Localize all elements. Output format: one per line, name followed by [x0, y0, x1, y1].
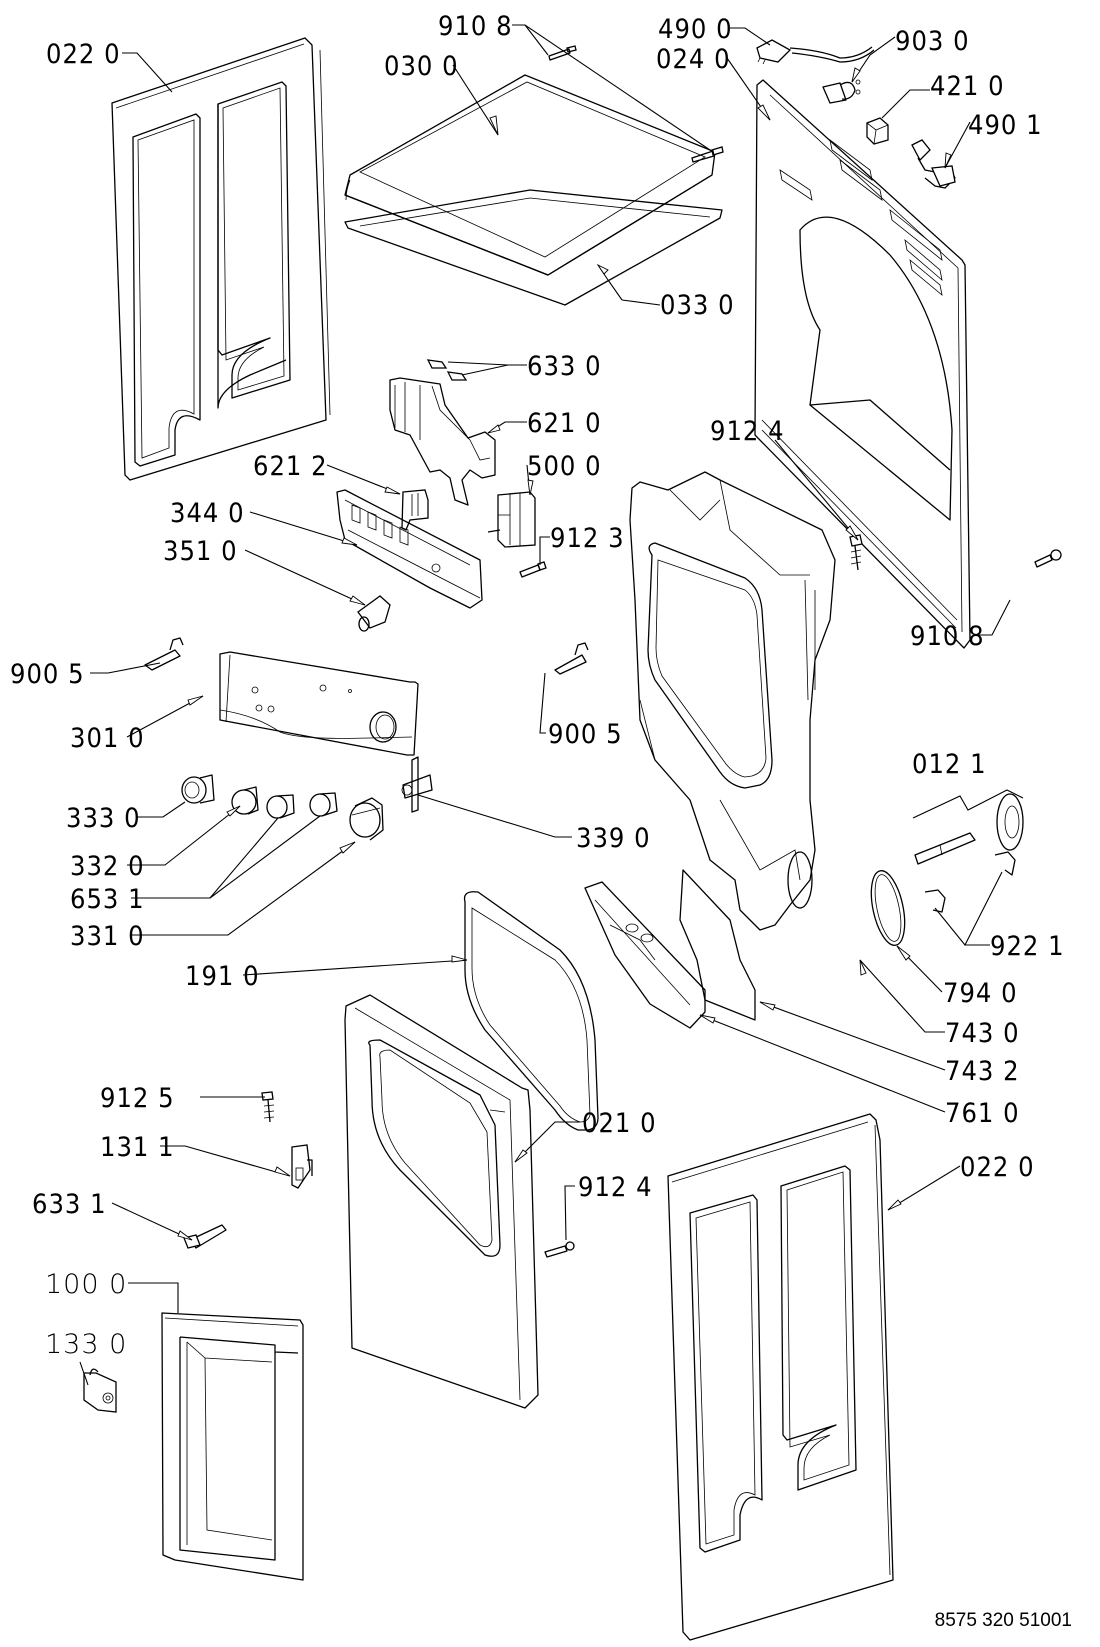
leader-lines	[79, 24, 1011, 1386]
clip-900-5-right[interactable]	[554, 642, 589, 675]
screw-912-4-bottom[interactable]	[544, 1241, 575, 1258]
mains-cable[interactable]	[756, 39, 875, 65]
label-500-0[interactable]: 500 0	[527, 451, 602, 482]
label-421-0[interactable]: 421 0	[930, 71, 1005, 102]
hinge-131[interactable]	[291, 1144, 313, 1189]
label-621-2[interactable]: 621 2	[253, 451, 328, 482]
screw-910-8-back[interactable]	[1034, 549, 1062, 568]
part-labels: 022 0 030 0 910 8 490 0 024 0 903 0 421 …	[10, 11, 1065, 1360]
label-633-0[interactable]: 633 0	[527, 351, 602, 382]
lint-filter-761[interactable]	[584, 881, 706, 1029]
cable-clamp[interactable]	[822, 79, 861, 104]
label-490-0[interactable]: 490 0	[658, 14, 733, 45]
label-743-2[interactable]: 743 2	[945, 1056, 1020, 1087]
label-344-0[interactable]: 344 0	[170, 498, 245, 529]
door-seal[interactable]	[463, 891, 599, 1131]
timer[interactable]	[487, 491, 536, 548]
label-100-0[interactable]: 100 0	[45, 1269, 127, 1300]
label-030-0[interactable]: 030 0	[384, 51, 459, 82]
top-frame[interactable]	[344, 189, 723, 306]
drum-roller-kit[interactable]	[912, 789, 1024, 865]
filter-743-2[interactable]	[679, 869, 756, 1021]
label-653-1[interactable]: 653 1	[70, 884, 145, 915]
capacitor[interactable]	[866, 117, 889, 145]
label-490-1[interactable]: 490 1	[968, 110, 1043, 141]
label-900-5-left[interactable]: 900 5	[10, 659, 85, 690]
screw-912-5[interactable]	[261, 1091, 275, 1123]
connector-633-0[interactable]	[426, 359, 468, 381]
front-panel[interactable]	[344, 994, 539, 1409]
label-912-4-bottom[interactable]: 912 4	[578, 1172, 653, 1203]
label-333-0[interactable]: 333 0	[66, 803, 141, 834]
button-333[interactable]	[181, 774, 215, 804]
connector-633-1[interactable]	[183, 1224, 227, 1249]
label-910-8-top[interactable]: 910 8	[438, 11, 513, 42]
label-131-1[interactable]: 131 1	[100, 1132, 175, 1163]
label-339-0[interactable]: 339 0	[576, 823, 651, 854]
back-panel[interactable]	[754, 79, 971, 649]
label-743-0[interactable]: 743 0	[945, 1018, 1020, 1049]
knob-holder-339[interactable]	[401, 756, 433, 813]
label-012-1[interactable]: 012 1	[912, 749, 987, 780]
retaining-clip-a[interactable]	[994, 851, 1016, 876]
label-903-0[interactable]: 903 0	[895, 26, 970, 57]
label-922-1[interactable]: 922 1	[990, 931, 1065, 962]
label-021-0[interactable]: 021 0	[582, 1108, 657, 1139]
door-lock[interactable]	[83, 1368, 117, 1413]
side-panel-right[interactable]	[667, 1113, 894, 1641]
document-number: 8575 320 51001	[934, 1610, 1072, 1631]
switch-621-2[interactable]	[401, 489, 429, 531]
door[interactable]	[161, 1312, 304, 1581]
label-301-0[interactable]: 301 0	[70, 723, 145, 754]
retaining-clip-b[interactable]	[924, 889, 946, 913]
indicator-lamp[interactable]	[357, 595, 391, 632]
label-024-0[interactable]: 024 0	[656, 44, 731, 75]
bracket-344[interactable]	[336, 489, 483, 609]
clip-900-5-left[interactable]	[144, 637, 184, 671]
label-133-0[interactable]: 133 0	[45, 1329, 127, 1360]
label-794-0[interactable]: 794 0	[943, 978, 1018, 1009]
screw-910-8-top[interactable]	[548, 45, 724, 163]
label-033-0[interactable]: 033 0	[660, 290, 735, 321]
label-900-5-right[interactable]: 900 5	[548, 719, 623, 750]
label-351-0[interactable]: 351 0	[163, 536, 238, 567]
label-022-0-left[interactable]: 022 0	[46, 39, 121, 70]
label-621-0[interactable]: 621 0	[527, 408, 602, 439]
side-panel-left[interactable]	[111, 37, 331, 481]
label-912-3[interactable]: 912 3	[550, 523, 625, 554]
label-912-5[interactable]: 912 5	[100, 1083, 175, 1114]
screw-912-4-top[interactable]	[849, 534, 863, 571]
button-653-a[interactable]	[266, 794, 295, 819]
label-633-1[interactable]: 633 1	[32, 1189, 107, 1220]
switch-block-621-0[interactable]	[389, 377, 496, 506]
knob-331[interactable]	[349, 797, 384, 841]
label-332-0[interactable]: 332 0	[70, 851, 145, 882]
label-910-8-back[interactable]: 910 8	[910, 621, 985, 652]
label-761-0[interactable]: 761 0	[945, 1098, 1020, 1129]
control-panel[interactable]	[219, 651, 419, 756]
button-653-b[interactable]	[309, 792, 338, 817]
label-331-0[interactable]: 331 0	[70, 921, 145, 952]
label-022-0-right[interactable]: 022 0	[960, 1152, 1035, 1183]
drum-front-shield[interactable]	[629, 471, 836, 931]
ring-794[interactable]	[865, 868, 910, 949]
cable-harness[interactable]	[911, 139, 956, 189]
label-191-0[interactable]: 191 0	[185, 961, 260, 992]
screw-912-3[interactable]	[519, 561, 547, 578]
top-cover[interactable]	[344, 74, 716, 276]
label-912-4-top[interactable]: 912 4	[710, 416, 785, 447]
